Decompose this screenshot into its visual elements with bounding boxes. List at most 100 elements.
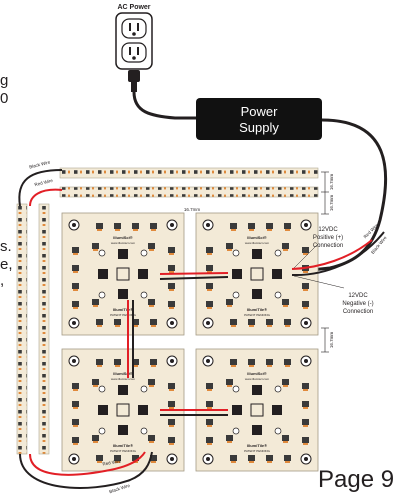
led-pad bbox=[231, 365, 236, 367]
led-pad bbox=[249, 365, 254, 367]
mount-hole-center bbox=[206, 457, 210, 461]
driver-chip bbox=[118, 249, 128, 259]
screw-hole-icon bbox=[98, 249, 106, 257]
ac-power-label: AC Power bbox=[117, 4, 150, 11]
led-chip bbox=[168, 283, 175, 289]
mount-hole-center bbox=[304, 321, 308, 325]
led-pad bbox=[115, 365, 120, 367]
led-chip bbox=[168, 419, 175, 425]
led-pad bbox=[115, 325, 120, 327]
driver-chip bbox=[252, 385, 262, 395]
mount-hole-center bbox=[206, 321, 210, 325]
led-chip bbox=[206, 301, 213, 307]
led-chip bbox=[206, 419, 213, 425]
driver-chip bbox=[138, 269, 148, 279]
screw-hole-icon bbox=[274, 427, 282, 435]
mount-hole-center bbox=[304, 359, 308, 363]
led-chip bbox=[230, 359, 237, 365]
tile-url: www.illumisci.com bbox=[111, 241, 136, 245]
screw-hole-icon bbox=[140, 249, 148, 257]
led-chip bbox=[284, 319, 291, 325]
led-chip bbox=[284, 359, 291, 365]
led-pad bbox=[73, 425, 78, 427]
led-chip bbox=[282, 243, 289, 249]
led-chip bbox=[72, 283, 79, 289]
tile-patent: PATENT PENDING bbox=[244, 313, 271, 317]
tile-brand-bottom: IllumiTile® bbox=[247, 443, 267, 448]
driver-chip bbox=[138, 405, 148, 415]
led-pad bbox=[285, 229, 290, 231]
led-pad bbox=[303, 443, 308, 445]
tile-brand: IllumiSci® bbox=[247, 371, 266, 376]
led-chip bbox=[302, 437, 309, 443]
led-pad bbox=[149, 441, 154, 443]
mount-hole-center bbox=[72, 457, 76, 461]
led-pad bbox=[151, 229, 156, 231]
led-chip bbox=[206, 401, 213, 407]
led-chip bbox=[248, 319, 255, 325]
tile-brand: IllumiSci® bbox=[113, 235, 132, 240]
led-pad bbox=[151, 461, 156, 463]
led-chip bbox=[230, 223, 237, 229]
led-chip bbox=[248, 359, 255, 365]
tile-brand: IllumiSci® bbox=[247, 235, 266, 240]
led-chip bbox=[266, 223, 273, 229]
led-chip bbox=[282, 299, 289, 305]
led-chip bbox=[114, 319, 121, 325]
led-chip bbox=[96, 359, 103, 365]
tile-bottom-left: IllumiSci®www.illumisci.comIllumiTile®PA… bbox=[61, 348, 185, 472]
led-chip bbox=[72, 383, 79, 389]
led-chip bbox=[226, 243, 233, 249]
dimension-label-4: 16.7mm bbox=[329, 332, 334, 349]
led-pad bbox=[149, 249, 154, 251]
screw-hole-icon bbox=[98, 427, 106, 435]
led-chip bbox=[132, 455, 139, 461]
screw-hole-icon bbox=[232, 427, 240, 435]
led-pad bbox=[285, 461, 290, 463]
led-pad bbox=[303, 389, 308, 391]
page-number: Page 9 bbox=[318, 466, 394, 493]
mount-hole-center bbox=[170, 223, 174, 227]
driver-chip bbox=[272, 405, 282, 415]
led-pad bbox=[249, 461, 254, 463]
led-chip bbox=[96, 223, 103, 229]
led-pad bbox=[227, 385, 232, 387]
positive-label-line2: Positive (+) bbox=[313, 235, 343, 241]
led-pad bbox=[73, 289, 78, 291]
driver-chip bbox=[252, 425, 262, 435]
led-pad bbox=[151, 325, 156, 327]
screw-hole-icon bbox=[232, 249, 240, 257]
led-chip bbox=[96, 319, 103, 325]
led-pad bbox=[169, 289, 174, 291]
led-pad bbox=[303, 425, 308, 427]
led-pad bbox=[285, 325, 290, 327]
led-chip bbox=[226, 379, 233, 385]
mount-hole-center bbox=[304, 223, 308, 227]
led-pad bbox=[227, 441, 232, 443]
led-chip bbox=[266, 455, 273, 461]
led-chip bbox=[302, 383, 309, 389]
mount-hole-center bbox=[206, 359, 210, 363]
mount-hole-center bbox=[72, 321, 76, 325]
led-pad bbox=[207, 443, 212, 445]
led-chip bbox=[72, 437, 79, 443]
tile-brand-bottom: IllumiTile® bbox=[247, 307, 267, 312]
power-supply-label-line2: Supply bbox=[239, 120, 279, 135]
led-chip bbox=[150, 455, 157, 461]
screw-hole-icon bbox=[140, 291, 148, 299]
led-pad bbox=[93, 305, 98, 307]
positive-label-line1: 12VDC bbox=[318, 227, 338, 233]
mount-hole-center bbox=[72, 223, 76, 227]
driver-chip bbox=[232, 405, 242, 415]
led-pad bbox=[73, 253, 78, 255]
led-chip bbox=[150, 319, 157, 325]
ac-outlet-icon bbox=[115, 12, 153, 70]
led-chip bbox=[114, 223, 121, 229]
mount-hole-center bbox=[170, 457, 174, 461]
label-black-wire-bottom: Black Wire bbox=[109, 483, 131, 495]
led-pad bbox=[231, 229, 236, 231]
mount-hole-center bbox=[72, 359, 76, 363]
led-pad bbox=[303, 307, 308, 309]
led-pad bbox=[97, 229, 102, 231]
label-red-wire-top: Red Wire bbox=[34, 178, 54, 188]
